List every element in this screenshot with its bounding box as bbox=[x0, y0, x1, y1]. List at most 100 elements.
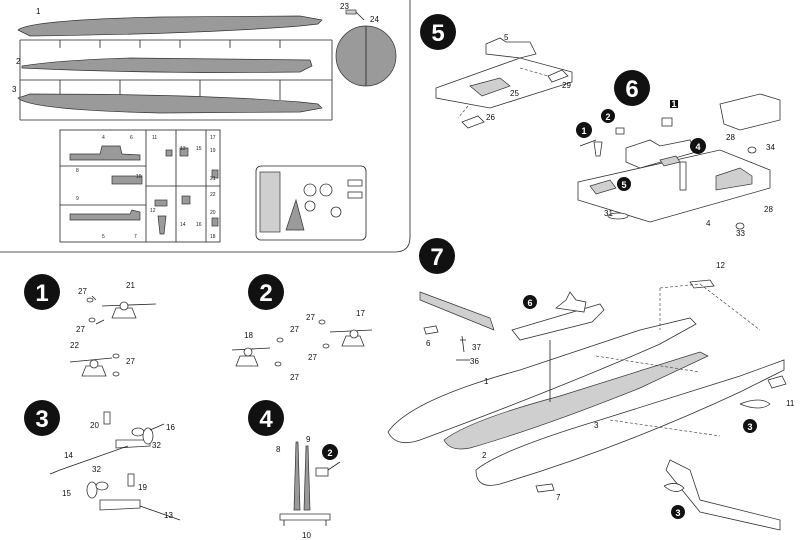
step6-callout: 1 bbox=[671, 99, 676, 109]
svg-text:14: 14 bbox=[180, 222, 186, 228]
step5-label: 5 bbox=[504, 33, 509, 42]
step5-label: 29 bbox=[562, 81, 571, 90]
step-5-badge: 5 bbox=[420, 14, 456, 50]
svg-text:5: 5 bbox=[102, 234, 105, 240]
deck-part-2 bbox=[21, 57, 313, 73]
svg-text:3: 3 bbox=[35, 406, 48, 433]
sprue-label-23: 23 bbox=[340, 2, 349, 11]
step6-callout: 1 bbox=[581, 126, 586, 136]
small-parts-sprue bbox=[59, 129, 221, 243]
svg-text:4: 4 bbox=[102, 135, 105, 141]
step3-label: 14 bbox=[64, 451, 73, 460]
step6-label: 4 bbox=[706, 219, 711, 228]
step1-label: 27 bbox=[76, 325, 85, 334]
step-3-propeller-assembly bbox=[49, 411, 181, 521]
step6-label: 28 bbox=[764, 205, 773, 214]
sprue-label-24: 24 bbox=[370, 15, 379, 24]
step-5-conning-tower bbox=[435, 37, 573, 129]
step7-label: 11 bbox=[786, 399, 795, 408]
step6-label: 33 bbox=[736, 229, 745, 238]
sprue-label-3: 3 bbox=[12, 85, 17, 94]
step7-label: 1 bbox=[484, 377, 489, 386]
step3-label: 19 bbox=[138, 483, 147, 492]
photo-etch-sheet bbox=[255, 165, 367, 241]
step7-label: 6 bbox=[426, 339, 431, 348]
svg-text:4: 4 bbox=[259, 406, 273, 433]
step5-label: 25 bbox=[510, 89, 519, 98]
step1-label: 27 bbox=[126, 357, 135, 366]
step7-label: 7 bbox=[556, 493, 561, 502]
step1-label: 22 bbox=[70, 341, 79, 350]
svg-text:6: 6 bbox=[625, 76, 638, 103]
step5-label: 26 bbox=[486, 113, 495, 122]
step3-label: 20 bbox=[90, 421, 99, 430]
step-6-badge: 6 bbox=[614, 70, 650, 106]
step2-label: 27 bbox=[308, 353, 317, 362]
hull-part-3 bbox=[17, 93, 323, 114]
step-3-badge: 3 bbox=[24, 400, 60, 436]
svg-text:1: 1 bbox=[35, 280, 48, 307]
sprue-panel-border bbox=[0, 0, 411, 253]
svg-text:2: 2 bbox=[327, 448, 332, 458]
step-6-deck-assembly bbox=[576, 93, 781, 230]
step4-label: 9 bbox=[306, 435, 311, 444]
grid-labels: 4 6 11 13 15 17 19 21 22 20 18 16 14 12 … bbox=[76, 135, 216, 240]
step7-callout: 3 bbox=[747, 422, 752, 432]
svg-text:8: 8 bbox=[76, 168, 79, 174]
sprue-label-2: 2 bbox=[16, 57, 21, 66]
step6-label: 31 bbox=[604, 209, 613, 218]
svg-text:16: 16 bbox=[196, 222, 202, 228]
step6-callout: 4 bbox=[695, 142, 700, 152]
step3-label: 13 bbox=[164, 511, 173, 520]
step2-label: 27 bbox=[306, 313, 315, 322]
step-7-badge: 7 bbox=[419, 238, 455, 274]
step2-label: 27 bbox=[290, 325, 299, 334]
svg-text:2: 2 bbox=[259, 280, 272, 307]
step7-label: 3 bbox=[594, 421, 599, 430]
step2-label: 18 bbox=[244, 331, 253, 340]
step-7-final-assembly bbox=[387, 279, 787, 531]
step7-label: 12 bbox=[716, 261, 725, 270]
svg-text:22: 22 bbox=[210, 192, 216, 198]
svg-text:10: 10 bbox=[136, 174, 142, 180]
step-2-gun-assembly bbox=[231, 319, 373, 367]
step6-callout: 5 bbox=[621, 180, 626, 190]
svg-text:7: 7 bbox=[430, 244, 443, 271]
hull-part-1 bbox=[17, 15, 323, 37]
step2-label: 17 bbox=[356, 309, 365, 318]
step6-label: 34 bbox=[766, 143, 775, 152]
step4-label: 10 bbox=[302, 531, 311, 540]
step6-label: 28 bbox=[726, 133, 735, 142]
step6-callout: 2 bbox=[605, 112, 610, 122]
svg-text:20: 20 bbox=[210, 210, 216, 216]
step3-label: 32 bbox=[152, 441, 161, 450]
step-4-periscope-assembly: 2 bbox=[279, 441, 341, 526]
svg-text:21: 21 bbox=[210, 176, 216, 182]
step-4-badge: 4 bbox=[248, 400, 284, 436]
step7-label: 2 bbox=[482, 451, 487, 460]
step4-label: 8 bbox=[276, 445, 281, 454]
svg-text:5: 5 bbox=[431, 20, 444, 47]
step7-callout: 3 bbox=[675, 508, 680, 518]
svg-text:13: 13 bbox=[180, 146, 186, 152]
svg-text:15: 15 bbox=[196, 146, 202, 152]
step2-label: 27 bbox=[290, 373, 299, 382]
svg-text:18: 18 bbox=[210, 234, 216, 240]
svg-text:19: 19 bbox=[210, 148, 216, 154]
svg-text:7: 7 bbox=[134, 234, 137, 240]
svg-text:17: 17 bbox=[210, 135, 216, 141]
step-2-badge: 2 bbox=[248, 274, 284, 310]
sprue-label-1: 1 bbox=[36, 7, 41, 16]
svg-text:12: 12 bbox=[150, 208, 156, 214]
step7-label: 37 bbox=[472, 343, 481, 352]
step3-label: 32 bbox=[92, 465, 101, 474]
step-1-gun-assembly bbox=[69, 295, 157, 377]
step7-callout: 6 bbox=[527, 298, 532, 308]
step-1-badge: 1 bbox=[24, 274, 60, 310]
step3-label: 15 bbox=[62, 489, 71, 498]
svg-text:11: 11 bbox=[152, 135, 157, 141]
step1-label: 21 bbox=[126, 281, 135, 290]
svg-text:6: 6 bbox=[130, 135, 133, 141]
svg-text:9: 9 bbox=[76, 196, 79, 202]
